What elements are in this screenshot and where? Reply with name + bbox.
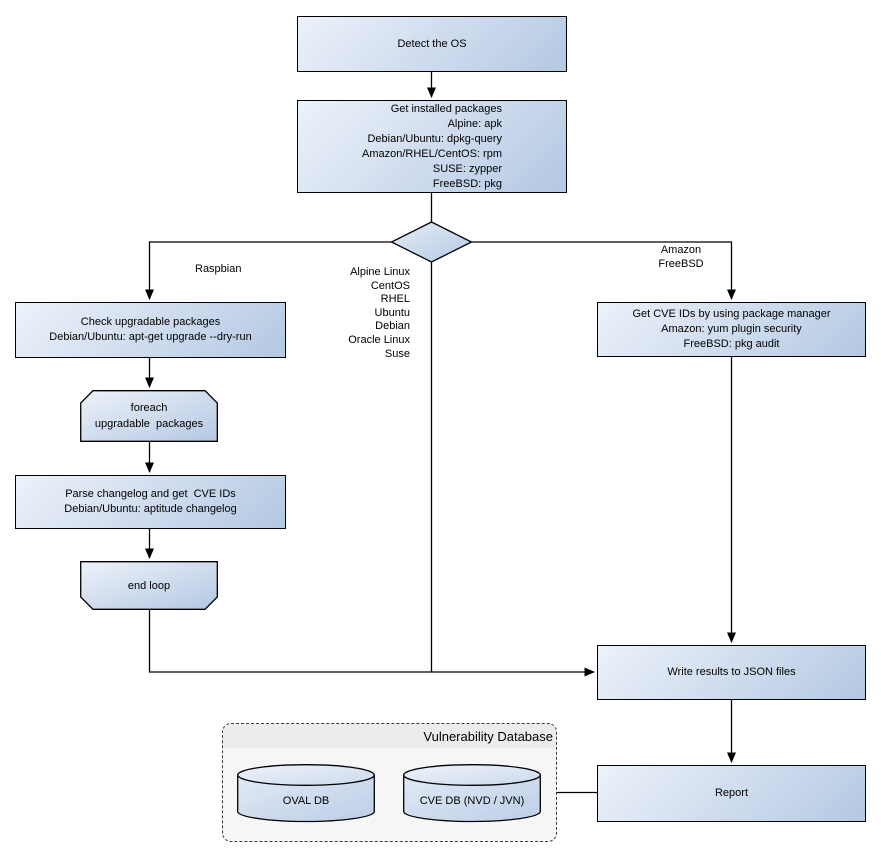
node-check-upgradable-packages: Check upgradable packages Debian/Ubuntu:… [15,302,286,358]
node-parse-changelog-label: Parse changelog and get CVE IDs Debian/U… [64,488,237,515]
node-get-cve-ids: Get CVE IDs by using package manager Ama… [597,302,866,357]
node-foreach-loop-start: foreach upgradable packages [80,390,218,442]
node-parse-changelog: Parse changelog and get CVE IDs Debian/U… [15,475,286,529]
node-get-installed-packages: Get installed packages Alpine: apk Debia… [297,100,567,193]
node-end-loop: end loop [80,561,218,610]
edge-label-raspbian: Raspbian [195,263,242,275]
database-cylinder-icon [237,764,375,823]
node-detect-os: Detect the OS [297,16,567,72]
edge-endloop-to-write-results [148,610,595,677]
node-cve-db-label: CVE DB (NVD / JVN) [419,794,525,807]
edge-label-os-list: Alpine Linux CentOS RHEL Ubuntu Debian O… [348,266,410,360]
node-detect-os-label: Detect the OS [397,37,467,50]
node-write-results-label: Write results to JSON files [667,666,796,678]
edge-decision-to-check-upgradable [145,241,392,300]
edge-decision-to-get-cve [471,241,736,300]
loop-start-shape [80,390,218,442]
database-cylinder-icon [403,764,541,823]
node-foreach-loop-start-label: foreach upgradable packages [94,402,204,430]
node-get-cve-ids-label: Get CVE IDs by using package manager Ama… [632,308,831,350]
loop-end-shape [80,561,218,610]
vulnerability-database-title: Vulnerability Database [423,728,553,744]
node-cve-db: CVE DB (NVD / JVN) [403,764,541,823]
node-report: Report [597,765,866,822]
node-oval-db: OVAL DB [237,764,375,823]
os-decision-diamond [390,221,473,263]
node-check-upgradable-packages-label: Check upgradable packages Debian/Ubuntu:… [49,316,252,343]
node-get-installed-packages-label: Get installed packages Alpine: apk Debia… [362,102,502,190]
node-oval-db-label: OVAL DB [282,794,330,807]
node-report-label: Report [714,787,749,799]
edge-label-amazon-freebsd: Amazon FreeBSD [658,244,704,270]
vulnerability-database-title-band: Vulnerability Database [223,724,556,748]
node-end-loop-label: end loop [127,579,171,592]
node-write-results: Write results to JSON files [597,645,866,700]
